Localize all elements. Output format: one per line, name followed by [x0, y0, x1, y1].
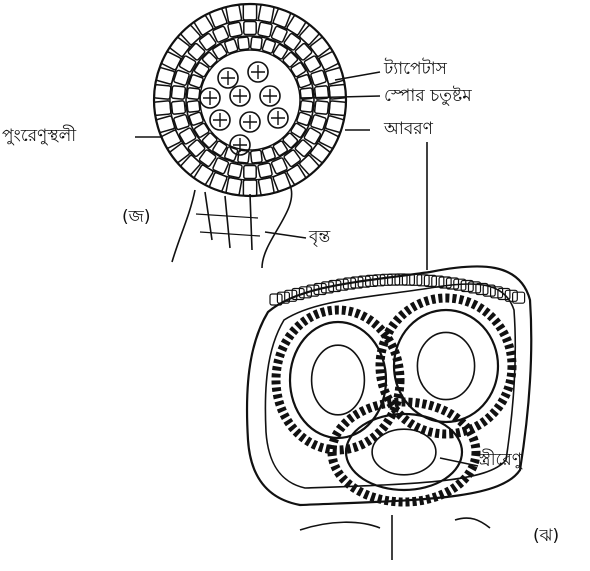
wall-cell [380, 274, 392, 285]
tetrad-division [243, 115, 257, 129]
tapetum-cell [300, 100, 313, 112]
wall-cell [243, 4, 256, 20]
wall-cell [226, 177, 242, 195]
wall-cell [417, 275, 429, 286]
middle-layer-cell [173, 114, 189, 130]
middle-layer-cell [171, 101, 185, 115]
middle-layer-cell [258, 163, 273, 178]
label-megaspore: স্ত্রীরেণু [479, 452, 522, 469]
tapetum-cell [238, 37, 250, 50]
tetrad-division [251, 65, 265, 79]
middle-layer-cell [173, 70, 189, 86]
middle-layer-cell [228, 22, 243, 37]
megaspore-outline [346, 414, 462, 490]
tetrad-division [213, 113, 227, 127]
tetrad-division [263, 89, 277, 103]
label-wall: আবরণ [384, 121, 433, 138]
label-stalk: বৃন্ত [309, 229, 330, 246]
leader-stalk [265, 232, 306, 238]
middle-layer-cell [310, 114, 326, 130]
middle-layer-cell [314, 101, 328, 115]
middle-layer-cell [244, 166, 256, 179]
wall-cell [410, 274, 422, 285]
megasporangium-figure [247, 266, 531, 530]
middle-layer-cell [228, 163, 243, 178]
caption-figure-j: (জ) [122, 209, 150, 226]
megaspore-nucleus [417, 332, 474, 399]
caption-figure-jh: (ঝ) [533, 528, 559, 545]
label-tapetum: ট্যাপেটাস [384, 61, 447, 78]
stalk-outline [300, 518, 490, 530]
wall-cell [258, 4, 274, 22]
stalk-cells [172, 185, 292, 268]
tapetum-cell [250, 37, 262, 50]
wall-cell [258, 177, 274, 195]
wall-cell [226, 4, 242, 22]
middle-layer-cell [244, 22, 256, 35]
leader-spore-tetrad [300, 96, 380, 98]
wall-cell [329, 101, 346, 116]
tapetal-coat [332, 402, 476, 502]
label-spore-tetrad: স্পোর চতুষ্টম [384, 88, 472, 105]
middle-layer-cell [171, 86, 185, 100]
wall-cell [154, 101, 171, 116]
tetrad-division [203, 91, 217, 105]
label-sporangium: পুংরেণুস্থলী [2, 128, 76, 145]
megaspore-nucleus [372, 429, 436, 475]
wall-cell [243, 180, 256, 196]
tapetum-cell [187, 101, 200, 113]
tetrad-division [271, 111, 285, 125]
tetrad-division [221, 71, 235, 85]
megasporangium-inner-wall [265, 284, 515, 488]
wall-cell [424, 275, 436, 286]
tapetum-cell [187, 88, 200, 100]
tetrad-division [233, 89, 247, 103]
megaspore-nucleus [312, 345, 365, 415]
middle-layer-cell [310, 70, 326, 86]
wall-cell [154, 85, 171, 100]
tapetum-cell [250, 150, 262, 163]
middle-layer-cell [258, 22, 273, 37]
